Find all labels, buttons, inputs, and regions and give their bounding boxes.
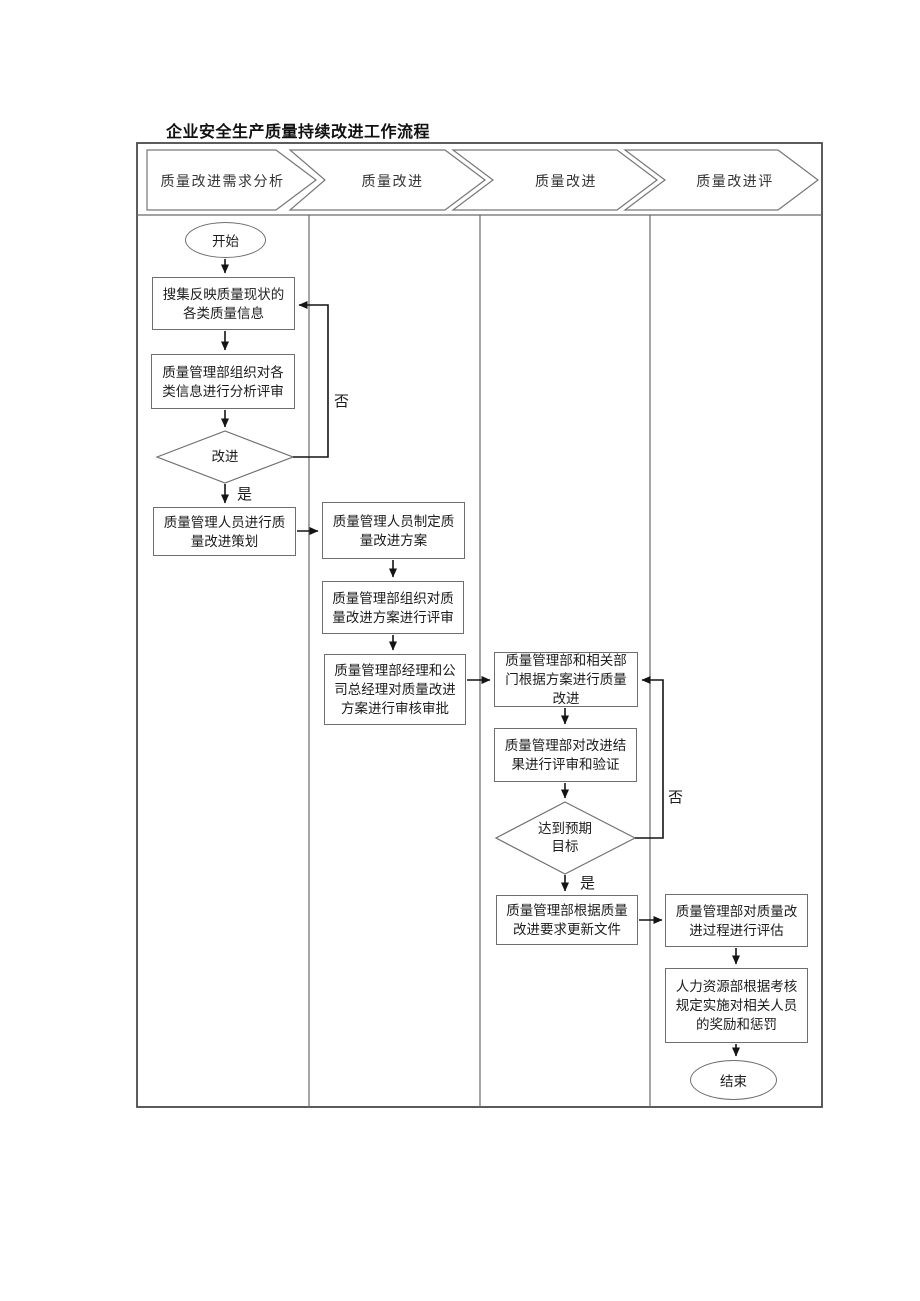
edge-label-yes-1: 是 xyxy=(237,487,253,503)
process-draft-plan: 质量管理人员制定质量改进方案 xyxy=(322,502,465,559)
lane-header-label-2: 质量改进 xyxy=(361,175,424,190)
process-evaluate-process: 质量管理部对质量改进过程进行评估 xyxy=(665,894,808,947)
lane-header-label-1: 质量改进需求分析 xyxy=(160,175,285,190)
end-terminator: 结束 xyxy=(690,1060,777,1100)
lane-header-chevron-3 xyxy=(451,149,658,211)
edge-label-no-1: 否 xyxy=(334,394,350,410)
process-implement: 质量管理部和相关部门根据方案进行质量改进 xyxy=(494,652,638,707)
process-plan-approval: 质量管理部经理和公司总经理对质量改进方案进行审核审批 xyxy=(324,654,466,725)
lane-header-label-3: 质量改进 xyxy=(535,175,597,190)
process-update-documents: 质量管理部根据质量改进要求更新文件 xyxy=(496,895,638,945)
decision-goal-label: 达到预期目标 xyxy=(538,821,592,854)
lane-header-chevron-2 xyxy=(288,149,486,211)
process-analyze-review: 质量管理部组织对各类信息进行分析评审 xyxy=(151,354,295,409)
lane-header-chevron-1 xyxy=(146,149,317,211)
arrow-decision-no-loop xyxy=(293,301,329,458)
lane-header-label-4: 质量改进评 xyxy=(696,175,774,190)
process-reward-punishment: 人力资源部根据考核规定实施对相关人员的奖励和惩罚 xyxy=(665,968,808,1043)
page-title: 企业安全生产质量持续改进工作流程 xyxy=(166,124,431,141)
arrow-goal-no-loop xyxy=(635,676,664,839)
process-verify-results: 质量管理部对改进结果进行评审和验证 xyxy=(494,728,637,782)
decision-improve-label: 改进 xyxy=(211,449,239,464)
process-collect-info: 搜集反映质量现状的各类质量信息 xyxy=(152,277,295,330)
lane-header-chevron-4 xyxy=(623,149,819,211)
edge-label-yes-2: 是 xyxy=(580,876,596,892)
flow-connectors xyxy=(221,259,740,1057)
process-improvement-planning: 质量管理人员进行质量改进策划 xyxy=(153,507,296,556)
start-terminator: 开始 xyxy=(185,222,266,258)
process-plan-review: 质量管理部组织对质量改进方案进行评审 xyxy=(322,581,464,634)
edge-label-no-2: 否 xyxy=(668,790,684,806)
